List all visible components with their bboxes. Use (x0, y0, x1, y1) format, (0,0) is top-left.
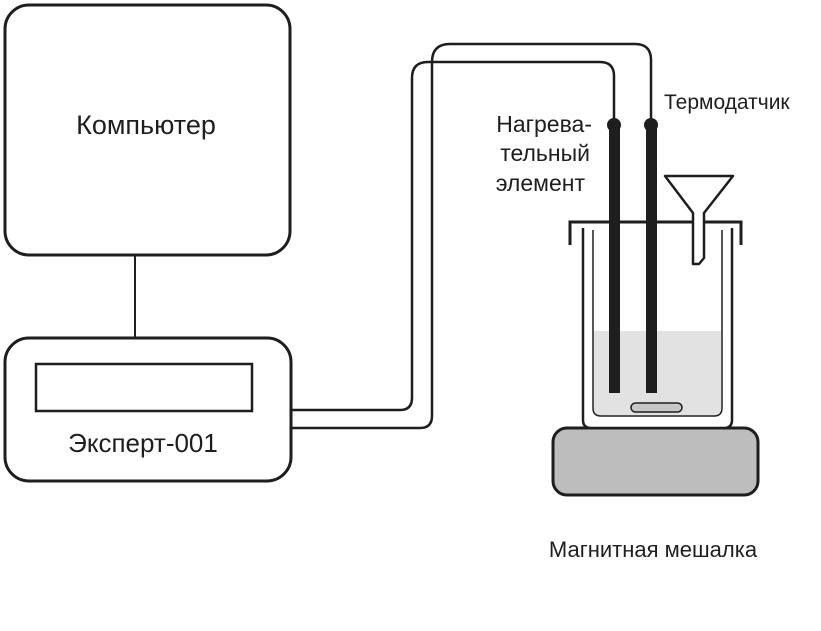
device-label: Эксперт-001 (68, 428, 218, 458)
device-display (34, 362, 254, 413)
cable-outer (291, 42, 653, 430)
heater-label-line-3: элемент (496, 170, 586, 196)
liquid (594, 331, 721, 415)
heater-connector (607, 118, 621, 132)
thermosensor (646, 125, 657, 393)
stir-bar (630, 402, 683, 413)
thermosensor-connector (644, 118, 658, 132)
magnetic-stirrer (551, 426, 760, 497)
cable-inner (291, 60, 616, 412)
computer-box (3, 3, 292, 257)
heating-element (609, 125, 620, 393)
beaker-inner-wall (592, 230, 723, 417)
heater-label-line-2: тельный (500, 140, 590, 166)
heater-label-line-1: Нагрева- (496, 111, 592, 137)
stirrer-label: Магнитная мешалка (549, 537, 758, 562)
computer-label: Компьютер (76, 110, 216, 140)
funnel (663, 174, 735, 266)
thermosensor-label: Термодатчик (664, 91, 790, 114)
